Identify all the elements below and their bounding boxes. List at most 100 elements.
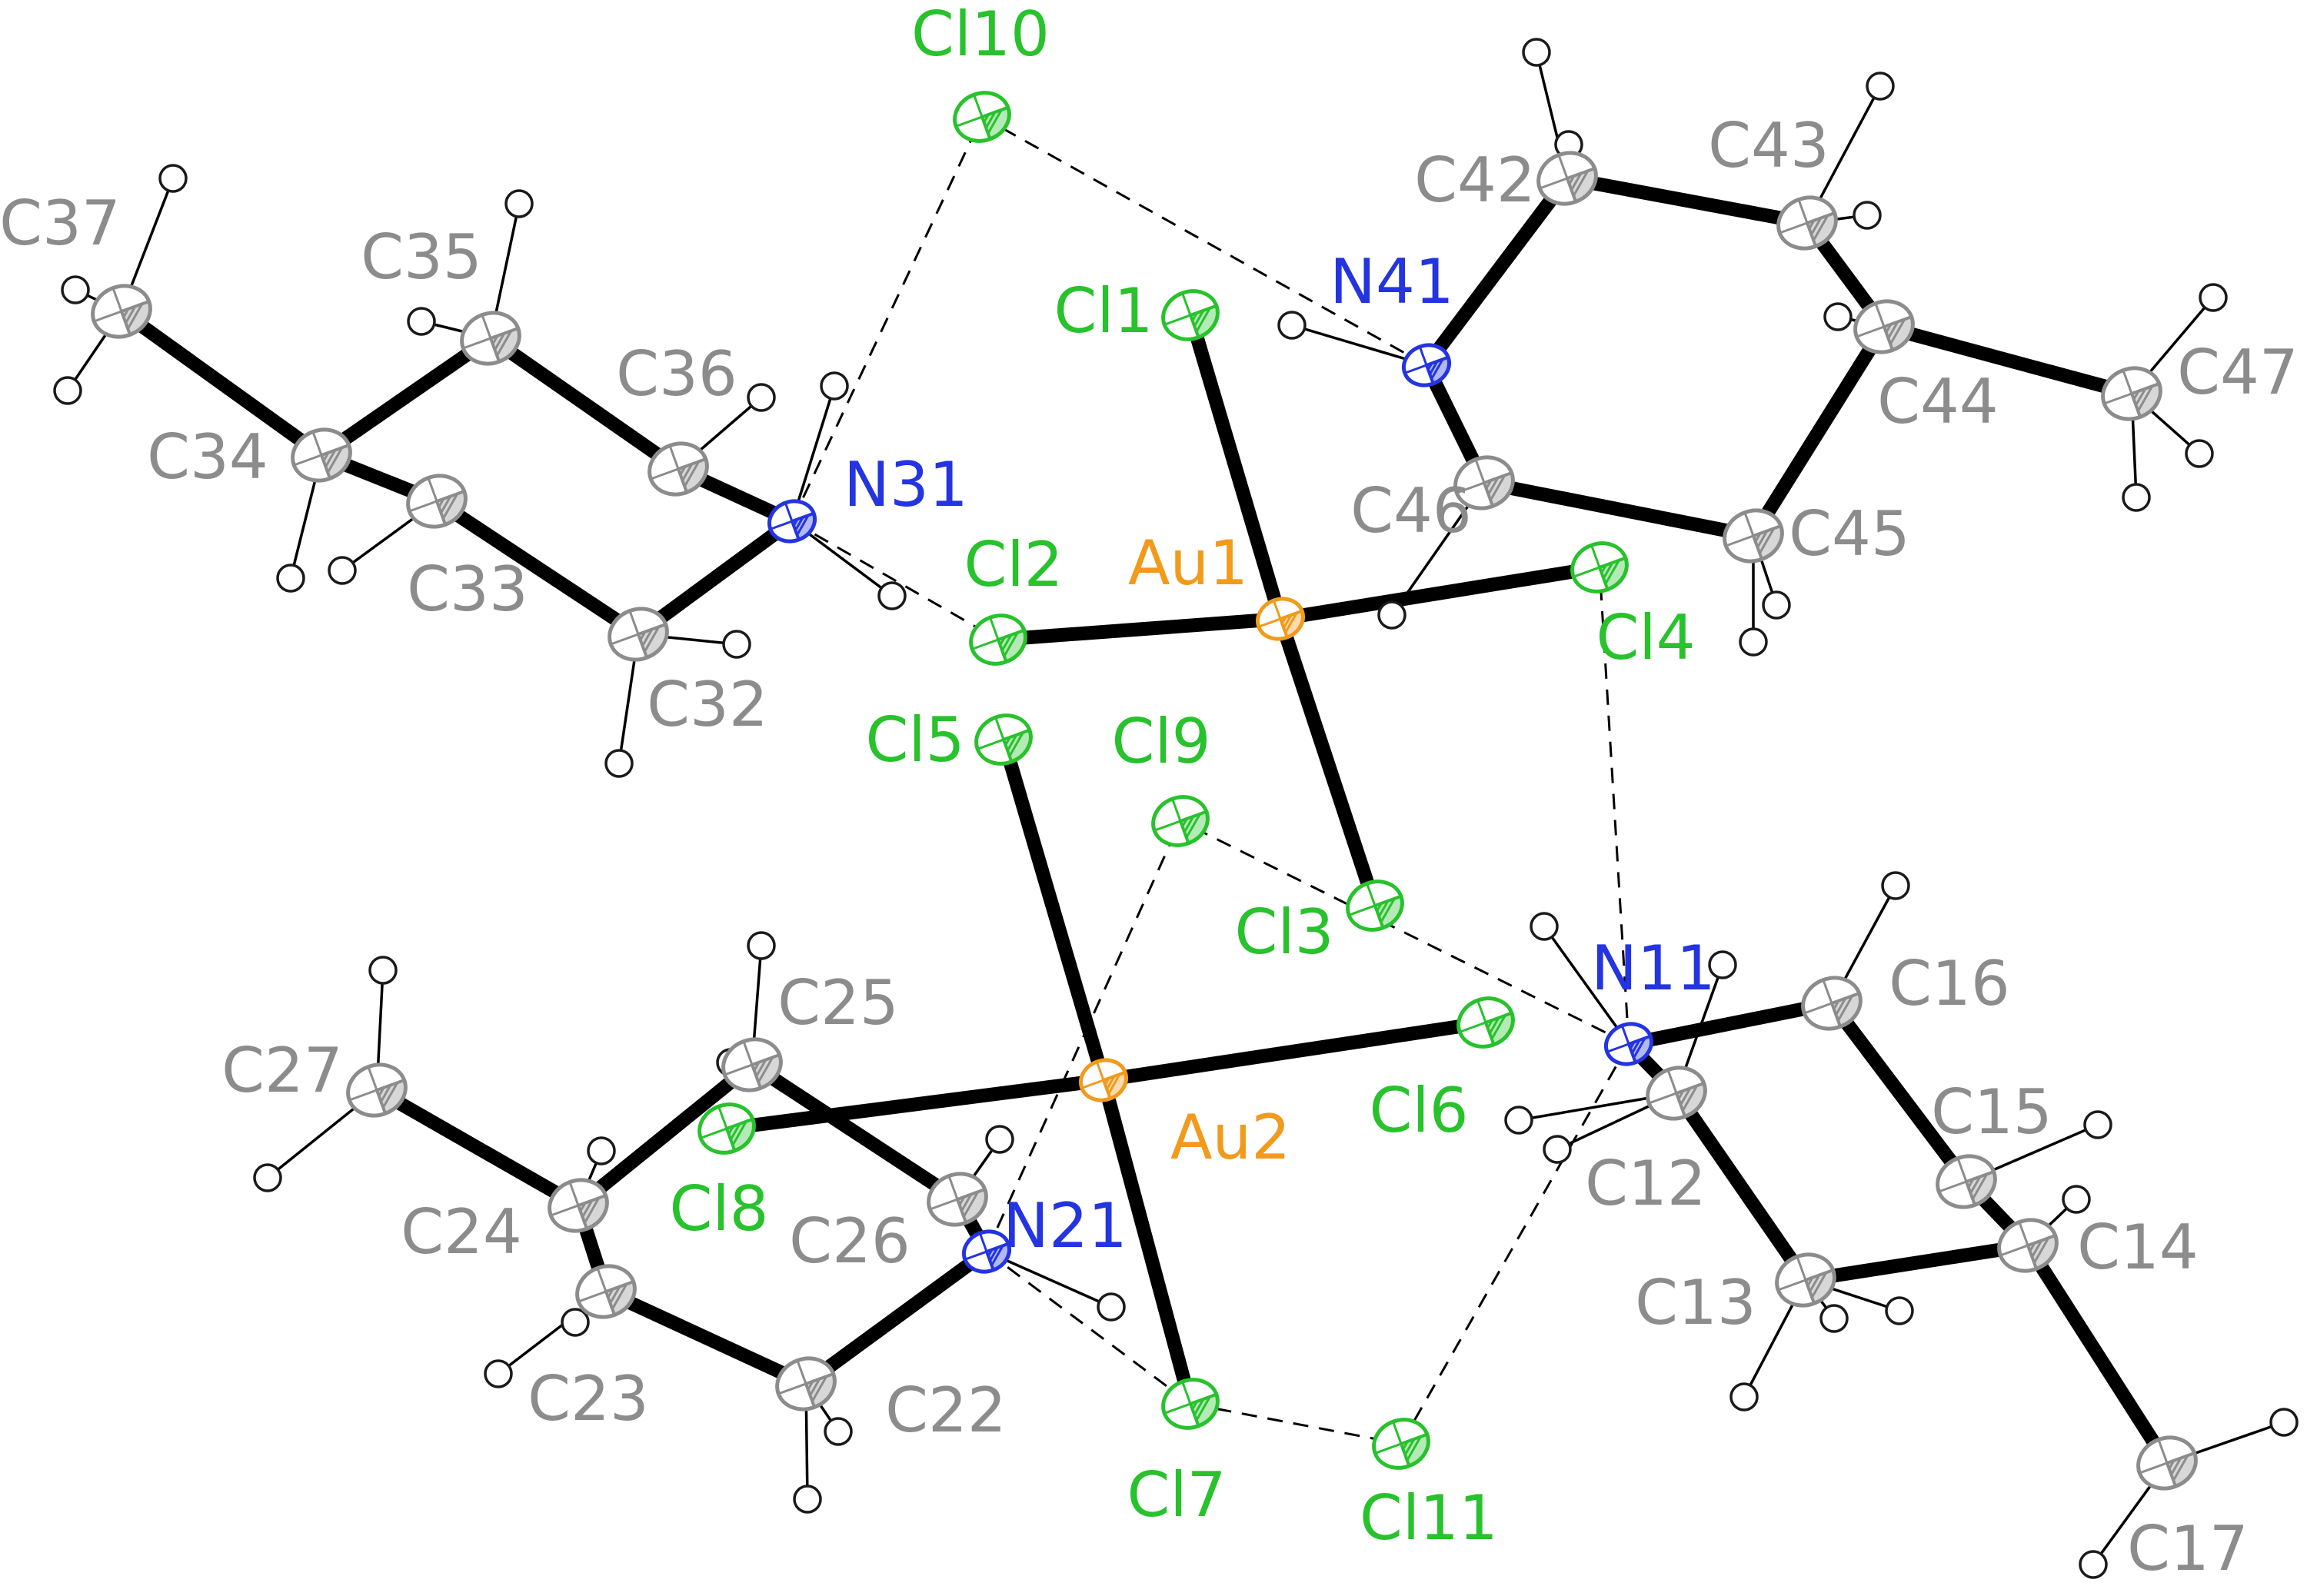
xh-bond-N31 <box>791 385 836 522</box>
hydrogen-atom <box>368 956 398 985</box>
atom-label-C32: C32 <box>647 669 768 740</box>
atom-label-C46: C46 <box>1350 475 1472 547</box>
atom-label-C15: C15 <box>1931 1076 2052 1148</box>
bond-C12-C13 <box>1669 1086 1813 1287</box>
hydrogen-atom <box>2079 1550 2108 1579</box>
atom-Cl11 <box>1372 1418 1430 1470</box>
atom-label-C25: C25 <box>777 967 899 1039</box>
hydrogen-bond-N31-Cl10 <box>791 116 984 522</box>
atom-label-C34: C34 <box>147 421 268 493</box>
atom-C44 <box>1853 299 1915 354</box>
atom-label-C12: C12 <box>1585 1148 1706 1219</box>
atom-label-Cl1: Cl1 <box>1054 275 1154 347</box>
hydrogen-atom <box>2062 1185 2091 1214</box>
atom-label-Cl8: Cl8 <box>670 1173 769 1245</box>
atom-label-C42: C42 <box>1414 145 1536 216</box>
hydrogen-atom <box>747 383 776 412</box>
hydrogen-atom <box>1277 311 1307 340</box>
hydrogen-atom <box>53 376 82 405</box>
atom-label-Au2: Au2 <box>1170 1102 1290 1173</box>
atom-label-N41: N41 <box>1330 246 1454 318</box>
hydrogen-atom <box>1866 71 1895 101</box>
atom-Cl2 <box>969 613 1027 666</box>
hydrogen-atom <box>407 307 436 336</box>
hydrogen-atom <box>504 189 534 218</box>
atom-C43 <box>1776 195 1838 251</box>
atom-N21 <box>961 1229 1012 1274</box>
hydrogen-atom <box>158 164 188 193</box>
atom-C17 <box>2136 1435 2198 1491</box>
atom-C46 <box>1453 455 1515 510</box>
hydrogen-atom <box>2083 1110 2112 1139</box>
atom-Au2 <box>1078 1058 1129 1102</box>
atom-label-C27: C27 <box>221 1035 343 1106</box>
atom-C34 <box>291 427 352 483</box>
hydrogen-atom <box>985 1125 1014 1154</box>
bond-Au2-Cl6 <box>1097 1016 1493 1087</box>
hydrogen-bond-N11-Cl9 <box>1180 820 1630 1046</box>
hydrogen-atom <box>793 1485 822 1514</box>
bond-Au2-Cl5 <box>997 733 1110 1087</box>
hydrogen-bond-N31-Cl2 <box>791 520 999 641</box>
bond-N21-C22 <box>799 1245 994 1391</box>
bond-C14-C17 <box>2021 1239 2174 1470</box>
bond-C34-C35 <box>315 331 498 462</box>
hydrogen-atom <box>328 556 357 585</box>
atom-label-Cl9: Cl9 <box>1112 706 1211 777</box>
atom-C22 <box>775 1356 837 1411</box>
atom-C33 <box>406 474 468 529</box>
atom-C36 <box>647 441 709 497</box>
bond-C24-C25 <box>571 1058 759 1212</box>
hydrogen-atom <box>1377 600 1407 630</box>
hydrogen-atom <box>1885 1296 1914 1325</box>
atom-label-C13: C13 <box>1635 1267 1756 1338</box>
atom-label-C17: C17 <box>2127 1513 2249 1584</box>
hydrogen-atom <box>1762 590 1791 620</box>
atom-C12 <box>1646 1066 1707 1121</box>
atom-label-C22: C22 <box>885 1375 1007 1446</box>
atom-label-C26: C26 <box>789 1205 910 1277</box>
bond-C15-C16 <box>1825 996 1973 1189</box>
bond-C24-C27 <box>370 1083 585 1212</box>
atom-Cl8 <box>697 1102 756 1155</box>
atom-label-Cl10: Cl10 <box>911 0 1050 70</box>
atom-Cl10 <box>953 91 1011 143</box>
hydrogen-bond-Cl7-Cl11 <box>1190 1402 1402 1445</box>
atom-C45 <box>1723 508 1784 564</box>
atom-C37 <box>91 284 152 339</box>
hydrogen-atom <box>1853 201 1882 230</box>
atom-layer <box>91 91 2198 1491</box>
bond-Au1-Cl2 <box>991 612 1287 647</box>
hydrogen-atom <box>1504 1106 1533 1135</box>
atom-C25 <box>721 1037 783 1092</box>
atom-C27 <box>346 1062 408 1118</box>
atom-N41 <box>1401 343 1452 387</box>
atom-label-C44: C44 <box>1877 366 1999 437</box>
hydrogen-atom <box>1739 627 1768 657</box>
hydrogen-atom <box>1530 912 1559 941</box>
hydrogen-atom <box>1819 1304 1849 1333</box>
atom-Cl1 <box>1161 289 1220 341</box>
hydrogen-atom <box>2199 283 2228 312</box>
hydrogen-atom <box>604 749 634 778</box>
bond-layer <box>115 171 2174 1470</box>
hydrogen-atom <box>2185 439 2214 468</box>
atom-C14 <box>1997 1218 2059 1273</box>
atom-C35 <box>460 311 521 366</box>
bond-Au2-Cl8 <box>720 1073 1110 1135</box>
atom-label-N31: N31 <box>844 449 968 520</box>
hydrogen-atom <box>253 1163 282 1192</box>
atom-label-Cl5: Cl5 <box>866 704 965 776</box>
hydrogen-atom <box>1823 302 1853 331</box>
hydrogen-atom <box>2269 1408 2299 1437</box>
atom-label-C14: C14 <box>2077 1212 2199 1283</box>
atom-Cl4 <box>1570 541 1629 594</box>
hydrogen-atom <box>1729 1382 1759 1411</box>
atom-Cl6 <box>1456 996 1515 1049</box>
atom-label-C24: C24 <box>401 1196 522 1268</box>
atom-label-Cl7: Cl7 <box>1127 1459 1227 1531</box>
bond-C32-C33 <box>430 494 645 641</box>
bond-N31-C32 <box>631 514 799 641</box>
atom-C15 <box>1936 1154 1997 1209</box>
